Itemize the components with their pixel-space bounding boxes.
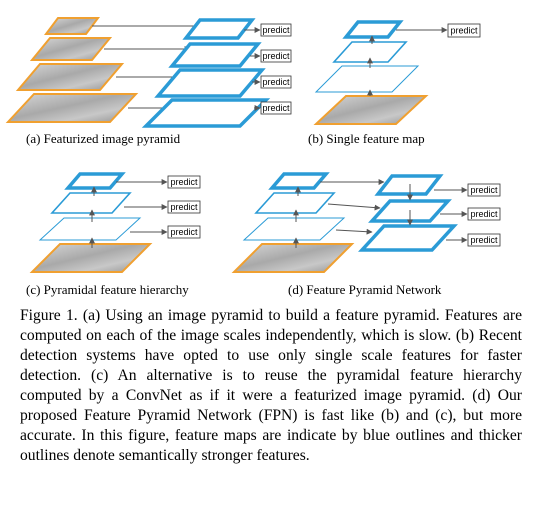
predict-label: predict	[262, 51, 290, 61]
predict-label: predict	[450, 26, 478, 36]
feature-map	[168, 42, 262, 68]
feature-map	[314, 65, 420, 93]
predict-box: predict	[467, 233, 501, 247]
feature-map	[38, 217, 142, 241]
feature-map	[374, 174, 444, 196]
panel-c-pyramidal-feature-hierarchy: predict predict predict (c) Pyramidal fe…	[26, 172, 201, 297]
feature-map	[342, 20, 404, 39]
feature-map	[268, 172, 330, 190]
predict-label: predict	[262, 77, 290, 87]
predict-label: predict	[262, 25, 290, 35]
image-layer	[29, 37, 113, 61]
lateral-arrow	[327, 203, 381, 211]
image-layer	[5, 93, 139, 123]
predict-box: predict	[260, 101, 292, 115]
feature-map	[358, 224, 458, 252]
predict-box: predict	[167, 200, 201, 214]
panel-b-label: (b) Single feature map	[308, 131, 425, 146]
predict-box: predict	[167, 175, 201, 189]
panel-b-single-feature-map: predict (b) Single feature map	[308, 20, 481, 146]
predict-box: predict	[260, 23, 292, 37]
panel-d-feature-pyramid-network: predict predict predict (d) Feature Pyra…	[231, 172, 501, 297]
feature-map	[50, 192, 132, 214]
image-layer	[15, 63, 125, 91]
predict-box: predict	[467, 207, 501, 221]
feature-map	[182, 18, 256, 40]
predict-label: predict	[170, 202, 198, 212]
panel-a-label: (a) Featurized image pyramid	[26, 131, 181, 146]
predict-label: predict	[470, 185, 498, 195]
lateral-arrow	[335, 228, 373, 235]
predict-label: predict	[262, 103, 290, 113]
figure-caption: Figure 1. (a) Using an image pyramid to …	[20, 307, 522, 464]
predict-box: predict	[447, 23, 481, 38]
feature-map	[254, 192, 336, 214]
predict-label: predict	[470, 235, 498, 245]
feature-map	[141, 98, 271, 128]
panel-c-label: (c) Pyramidal feature hierarchy	[26, 282, 189, 297]
image-layer	[313, 95, 429, 125]
feature-map	[242, 217, 346, 241]
predict-label: predict	[170, 177, 198, 187]
feature-map	[332, 41, 408, 63]
predict-box: predict	[167, 225, 201, 239]
feature-map	[154, 68, 266, 98]
predict-box: predict	[467, 183, 501, 197]
feature-map	[64, 172, 126, 190]
predict-box: predict	[260, 49, 292, 63]
predict-label: predict	[170, 227, 198, 237]
panel-d-label: (d) Feature Pyramid Network	[288, 282, 442, 297]
image-layer	[231, 243, 355, 273]
predict-label: predict	[470, 209, 498, 219]
panel-a-featurized-image-pyramid: predict predict predict predict (a) Feat…	[5, 17, 292, 146]
image-layer	[44, 17, 100, 35]
predict-box: predict	[260, 75, 292, 89]
image-layer	[29, 243, 153, 273]
